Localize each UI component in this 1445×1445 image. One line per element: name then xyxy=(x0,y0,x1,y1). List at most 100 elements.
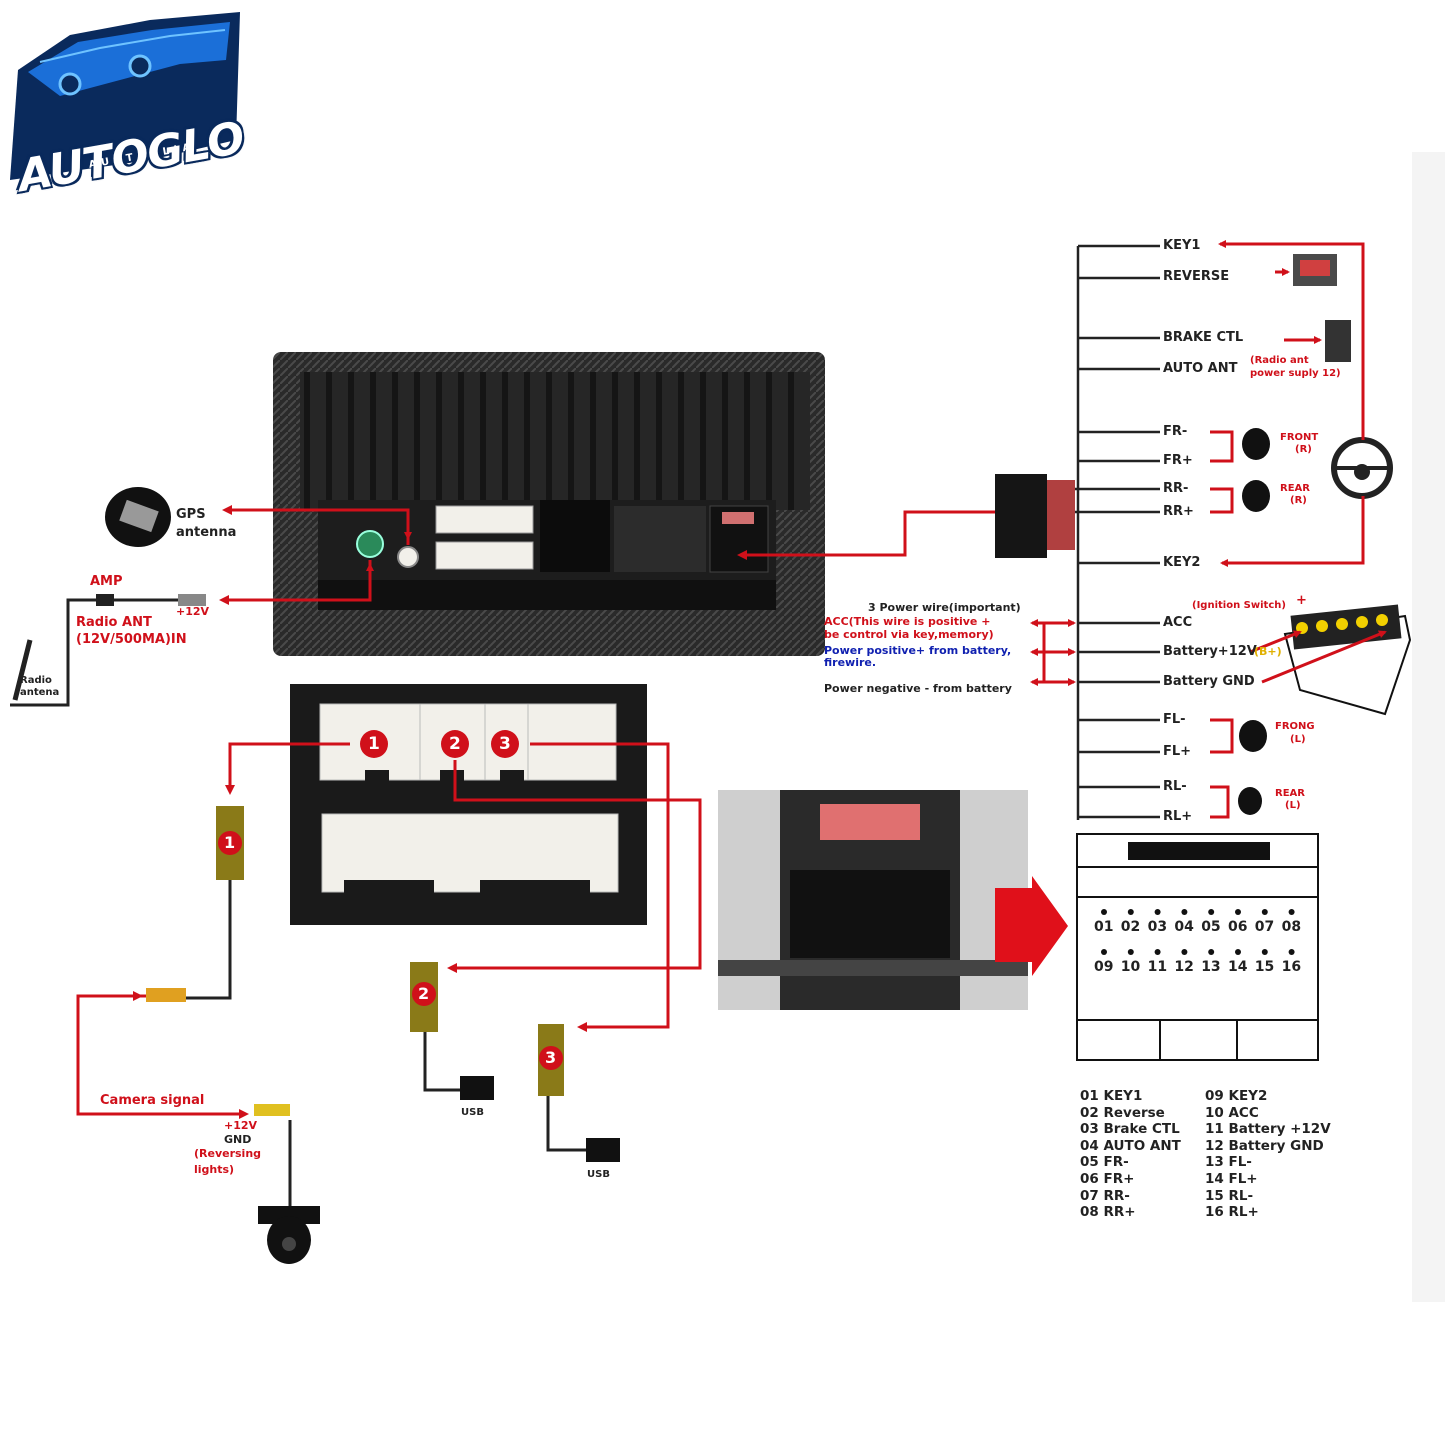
legend-item: 15 RL- xyxy=(1205,1187,1254,1204)
speaker-rear-r-label-2: (R) xyxy=(1290,495,1307,506)
legend-item: 04 AUTO ANT xyxy=(1080,1137,1181,1154)
legend-item: 16 RL+ xyxy=(1205,1204,1259,1221)
socket-photo xyxy=(718,790,1068,1010)
rca-plug xyxy=(146,988,186,1002)
power-acc-note-1: ACC(This wire is positive + xyxy=(824,615,991,628)
power-acc-note-2: be control via key,memory) xyxy=(824,628,994,641)
pin-number: 14 xyxy=(1228,959,1248,975)
wire-reverse: REVERSE xyxy=(1163,269,1230,284)
amp-label: AMP xyxy=(90,574,123,589)
legend-left: 01 KEY1 02 Reverse 03 Brake CTL 04 AUTO … xyxy=(1080,1088,1181,1221)
pin-number: 05 xyxy=(1201,919,1221,935)
harness-socket-bottom xyxy=(435,541,534,570)
wire-fl-plus: FL+ xyxy=(1163,744,1192,759)
pin-dot xyxy=(1181,909,1188,915)
pin-diagram xyxy=(1076,833,1319,1061)
legend-item: 10 ACC xyxy=(1205,1104,1259,1121)
pin-number: 07 xyxy=(1254,919,1275,935)
speaker-rear-right xyxy=(1242,480,1270,512)
wire-brake-ctl: BRAKE CTL xyxy=(1163,330,1244,345)
power-negative-note: Power negative - from battery xyxy=(824,682,1012,695)
wire-rr-minus: RR- xyxy=(1163,481,1189,496)
pin-dot xyxy=(1101,949,1107,955)
pin-dot xyxy=(1208,909,1215,915)
cables xyxy=(10,598,590,1210)
pin-dot xyxy=(1127,909,1134,915)
legend-item: 07 RR- xyxy=(1080,1187,1130,1204)
camera-gnd-label: GND xyxy=(224,1133,252,1146)
pin-number: 15 xyxy=(1254,959,1275,975)
wire-fl-minus: FL- xyxy=(1163,712,1186,727)
harness-plug xyxy=(995,474,1047,558)
camera-12v-label: +12V xyxy=(224,1119,258,1132)
background-strip xyxy=(1412,152,1445,1302)
usb-label-3: USB xyxy=(587,1169,610,1180)
speaker-rear-l-label-1: REAR xyxy=(1275,788,1305,799)
legend-item: 02 Reverse xyxy=(1080,1104,1165,1121)
pin-dot xyxy=(1235,949,1241,955)
pin-number: 13 xyxy=(1201,959,1221,975)
port-badge-2 xyxy=(441,730,469,758)
amp-12v-label: +12V xyxy=(176,605,210,618)
pin-dot xyxy=(1154,949,1161,955)
pin-dot xyxy=(1127,949,1134,955)
auto-ant-note-2: power suply 12) xyxy=(1250,368,1341,379)
wire-fr-plus: FR+ xyxy=(1163,453,1193,468)
connector-panel xyxy=(290,684,647,925)
legend-item: 05 FR- xyxy=(1080,1154,1129,1171)
pin-dot xyxy=(1288,949,1295,955)
wire-rl-minus: RL- xyxy=(1163,779,1187,794)
power-positive-note-1: Power positive+ from battery, xyxy=(824,644,1012,657)
wire-battery-12v: Battery+12V xyxy=(1163,644,1257,659)
legend-item: 08 RR+ xyxy=(1080,1204,1136,1221)
legend-item: 12 Battery GND xyxy=(1205,1137,1324,1154)
auto-ant-note-1: (Radio ant xyxy=(1250,355,1309,366)
legend-item: 09 KEY2 xyxy=(1205,1088,1268,1104)
camera-plug xyxy=(254,1104,290,1116)
gps-jack xyxy=(397,546,419,568)
port-2-number: 2 xyxy=(449,734,461,754)
legend-item: 13 FL- xyxy=(1205,1154,1252,1171)
autoglo-logo xyxy=(10,12,240,180)
wire-fr-minus: FR- xyxy=(1163,424,1188,439)
head-unit-rear xyxy=(273,352,825,656)
pin-dot xyxy=(1181,949,1188,955)
port-badge-1 xyxy=(360,730,388,758)
port-3-number: 3 xyxy=(499,734,511,754)
big-arrow xyxy=(995,876,1068,976)
speaker-front-left xyxy=(1239,720,1267,752)
radio-antena-label-1: Radio xyxy=(20,675,52,686)
pin-number: 09 xyxy=(1094,959,1114,975)
wire-battery-gnd: Battery GND xyxy=(1163,674,1255,689)
usb-plug-2 xyxy=(460,1076,494,1100)
legend-item: 06 FR+ xyxy=(1080,1170,1135,1187)
camera-reversing-label-1: (Reversing xyxy=(194,1147,262,1160)
pin-dot xyxy=(1235,909,1241,915)
radio-antena-label-2: antena xyxy=(20,687,60,698)
radio-ant-spec: (12V/500MA)IN xyxy=(76,632,187,647)
plug-2-number: 2 xyxy=(418,984,430,1003)
logo: AUTOGLO AUSTRALIA xyxy=(2,10,248,202)
gps-antenna xyxy=(105,487,171,547)
speaker-rear-r-label-1: REAR xyxy=(1280,483,1310,494)
speaker-front-l-label-1: FRONG xyxy=(1275,721,1315,732)
legend-right: 09 KEY2 10 ACC 11 Battery +12V 12 Batter… xyxy=(1205,1088,1331,1221)
reversing-camera xyxy=(258,1206,320,1264)
radio-ant-label: Radio ANT xyxy=(76,615,152,630)
power-wire-title: 3 Power wire(important) xyxy=(868,601,1021,614)
brake-switch xyxy=(1325,320,1351,362)
battery-plus-label: + xyxy=(1296,593,1307,608)
pin-dot xyxy=(1288,909,1295,915)
wire-rr-plus: RR+ xyxy=(1163,504,1194,519)
pin-number: 02 xyxy=(1120,919,1141,935)
camera-signal-label: Camera signal xyxy=(100,1093,205,1108)
gps-label: GPS xyxy=(176,507,206,522)
pin-number: 03 xyxy=(1147,919,1168,935)
pin-dot xyxy=(1261,909,1268,915)
wire-key2: KEY2 xyxy=(1163,555,1201,570)
reverse-lamp xyxy=(1293,254,1337,286)
speaker-front-right xyxy=(1242,428,1270,460)
speaker-rear-l-label-2: (L) xyxy=(1285,800,1301,811)
pin-dot xyxy=(1101,909,1107,915)
red-wires xyxy=(76,240,1387,1119)
